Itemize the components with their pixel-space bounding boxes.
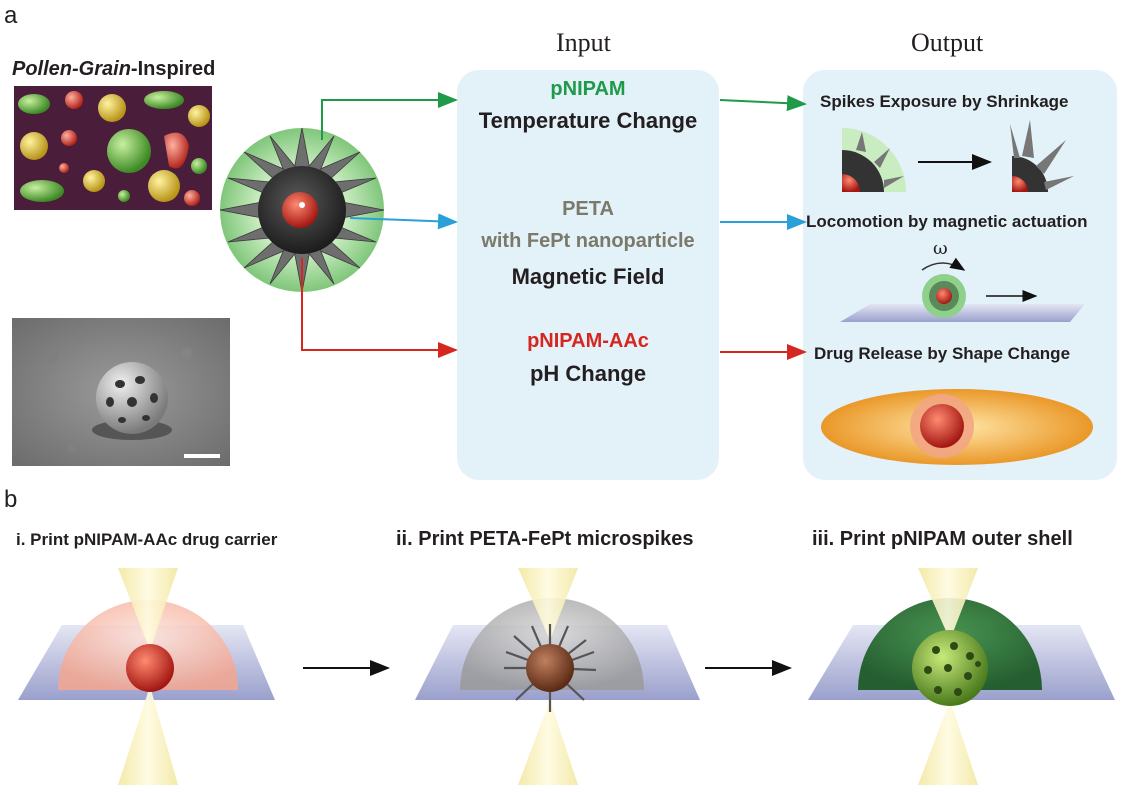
output-first-label: Spikes Exposure by Shrinkage: [820, 92, 1069, 111]
sem-image: [12, 318, 230, 466]
inspiration-label: Pollen-Grain-Inspired: [12, 58, 215, 81]
input-green-material: pNIPAM: [550, 78, 626, 100]
input-gray-material-line1: PETA: [562, 198, 614, 220]
panel-b-letter: b: [4, 486, 18, 513]
omega-symbol: ω: [933, 238, 948, 259]
panel-a-letter: a: [4, 2, 18, 29]
inspiration-label-italic: Pollen-Grain: [12, 58, 131, 80]
input-gray-material-line2: with FePt nanoparticle: [481, 230, 695, 252]
step1-illustration: [18, 568, 275, 785]
output-second-label: Locomotion by magnetic actuation: [806, 212, 1088, 231]
blue-input-arrow: [349, 213, 458, 230]
output-third-label: Drug Release by Shape Change: [814, 344, 1071, 363]
input-box: [457, 70, 719, 480]
step2-label: ii. Print PETA-FePt microspikes: [396, 528, 694, 550]
input-gray-stimulus: Magnetic Field: [511, 264, 665, 289]
drug-release-illustration: [821, 389, 1093, 465]
spiked-microparticle: [219, 127, 385, 293]
pollen-image: [14, 86, 212, 210]
green-output-arrow: [719, 95, 807, 112]
step2-illustration: [415, 568, 700, 785]
red-input-arrow: [301, 258, 458, 358]
green-input-arrow: [321, 92, 458, 140]
input-green-stimulus: Temperature Change: [478, 108, 698, 133]
input-title: Input: [556, 28, 611, 57]
spike-exposure-illustration: [842, 120, 1074, 192]
input-red-stimulus: pH Change: [529, 361, 647, 386]
output-title: Output: [911, 28, 984, 57]
step1-label: i. Print pNIPAM-AAc drug carrier: [16, 530, 278, 549]
step3-illustration: [808, 568, 1115, 785]
inspiration-label-rest: -Inspired: [130, 58, 216, 80]
step3-label: iii. Print pNIPAM outer shell: [812, 528, 1073, 550]
locomotion-illustration: [840, 257, 1085, 322]
scale-bar: [184, 454, 220, 458]
input-red-material: pNIPAM-AAc: [527, 330, 649, 352]
